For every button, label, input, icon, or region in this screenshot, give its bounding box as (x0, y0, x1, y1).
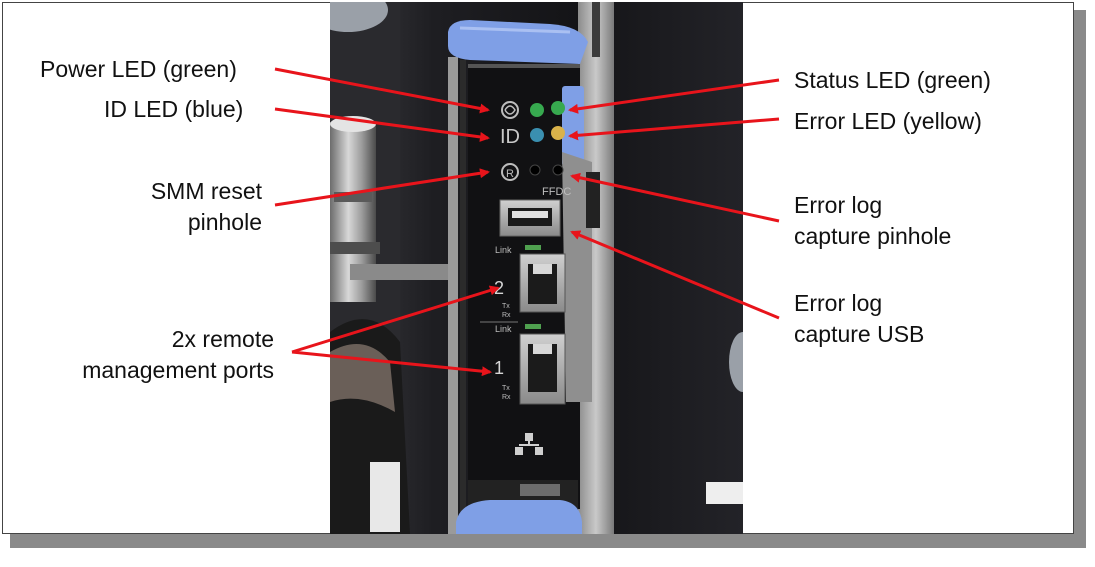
label-id-led: ID LED (blue) (104, 96, 244, 122)
svg-text:Tx: Tx (502, 385, 510, 392)
port-2-number: 2 (494, 278, 504, 298)
ffdc-marking: FFDC (542, 186, 571, 198)
port-1-number: 1 (494, 358, 504, 378)
label-error-pinhole: Error log capture pinhole (794, 192, 952, 249)
ffdc-pinhole[interactable] (552, 164, 564, 176)
label-status-led: Status LED (green) (794, 67, 991, 93)
power-led (530, 103, 544, 117)
smm-reset-pinhole[interactable] (529, 164, 541, 176)
network-icon (515, 433, 543, 455)
smm-module-photo: ID R FFDC Link 2 Tx Rx Link 1 Tx Rx (330, 2, 743, 534)
id-marking: ID (500, 126, 520, 148)
label-error-led: Error LED (yellow) (794, 108, 982, 134)
label-power-led: Power LED (green) (40, 56, 237, 82)
svg-text:Link: Link (495, 324, 512, 334)
label-smm-reset: SMM reset pinhole (150, 178, 262, 235)
power-icon (501, 101, 519, 119)
id-led (530, 128, 544, 142)
svg-text:Rx: Rx (502, 312, 511, 319)
svg-text:Link: Link (495, 245, 512, 255)
svg-text:Rx: Rx (502, 394, 511, 401)
reset-icon (501, 163, 519, 181)
label-remote-ports: 2x remote management ports (82, 326, 274, 383)
error-led (551, 126, 565, 140)
label-error-usb: Error log capture USB (794, 290, 925, 347)
svg-text:R: R (506, 168, 514, 180)
status-led (551, 101, 565, 115)
svg-text:Tx: Tx (502, 303, 510, 310)
